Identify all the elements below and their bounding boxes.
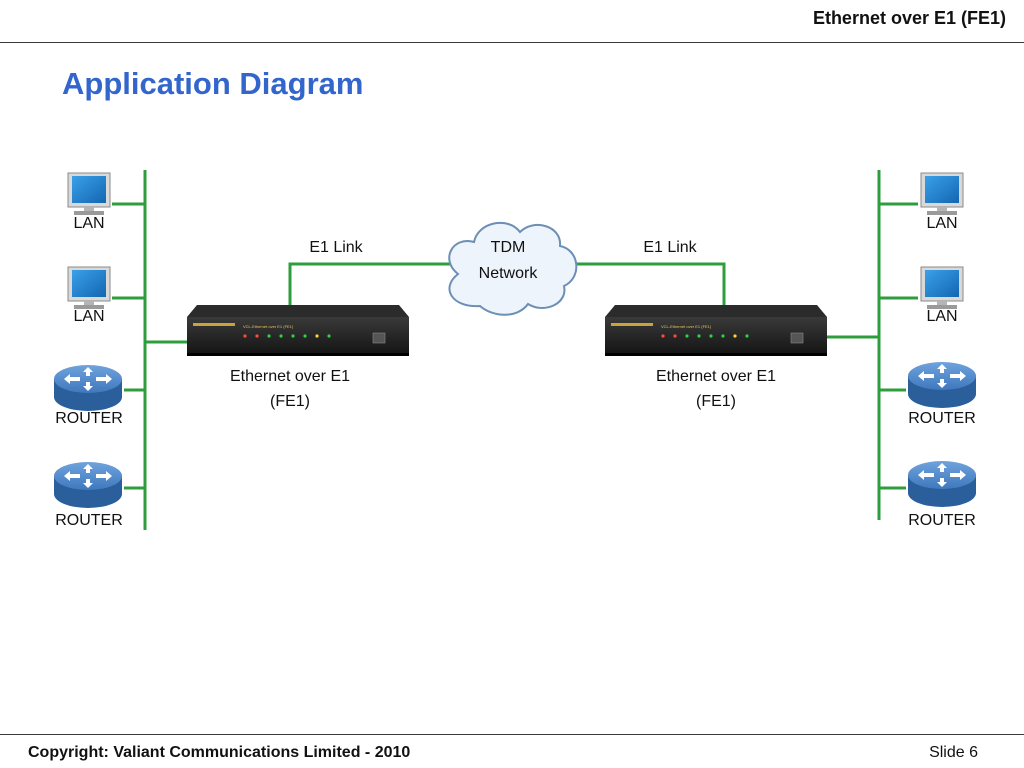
- right-lan-top-label: LAN: [926, 215, 958, 232]
- lan-monitor-icon: [920, 266, 964, 310]
- footer-slide-number: Slide 6: [929, 744, 978, 761]
- lan-monitor-icon: [67, 172, 111, 216]
- left-router-bottom-label: ROUTER: [55, 512, 123, 529]
- left-router-top-label: ROUTER: [55, 410, 123, 427]
- device-left-caption-line1: Ethernet over E1: [229, 368, 351, 385]
- router-icon: [54, 462, 122, 508]
- left-lan-bottom-label: LAN: [73, 308, 105, 325]
- device-right-caption-line1: Ethernet over E1: [655, 368, 777, 385]
- right-router-top-label: ROUTER: [908, 410, 976, 427]
- router-icon: [908, 362, 976, 408]
- lan-monitor-icon: [67, 266, 111, 310]
- cloud-label-line2: Network: [478, 265, 538, 282]
- e1-link-right-label: E1 Link: [643, 239, 697, 256]
- left-lan-top-label: LAN: [73, 215, 105, 232]
- fe1-device-icon: [605, 305, 827, 357]
- fe1-device-icon: [187, 305, 409, 357]
- e1-link-left-label: E1 Link: [309, 239, 363, 256]
- tdm-cloud: [448, 222, 578, 316]
- header-divider: [0, 42, 1024, 43]
- router-icon: [54, 365, 122, 411]
- footer-copyright: Copyright: Valiant Communications Limite…: [28, 744, 411, 761]
- device-right-caption-line2: (FE1): [696, 393, 736, 410]
- link-lines: [112, 170, 918, 530]
- header-title: Ethernet over E1 (FE1): [812, 8, 1006, 28]
- router-icon: [908, 461, 976, 507]
- device-left-caption-line2: (FE1): [270, 393, 310, 410]
- lan-monitor-icon: [920, 172, 964, 216]
- right-router-bottom-label: ROUTER: [908, 512, 976, 529]
- cloud-label-line1: TDM: [490, 239, 526, 256]
- right-lan-bottom-label: LAN: [926, 308, 958, 325]
- footer-divider: [0, 734, 1024, 735]
- slide-title: Application Diagram: [62, 66, 364, 101]
